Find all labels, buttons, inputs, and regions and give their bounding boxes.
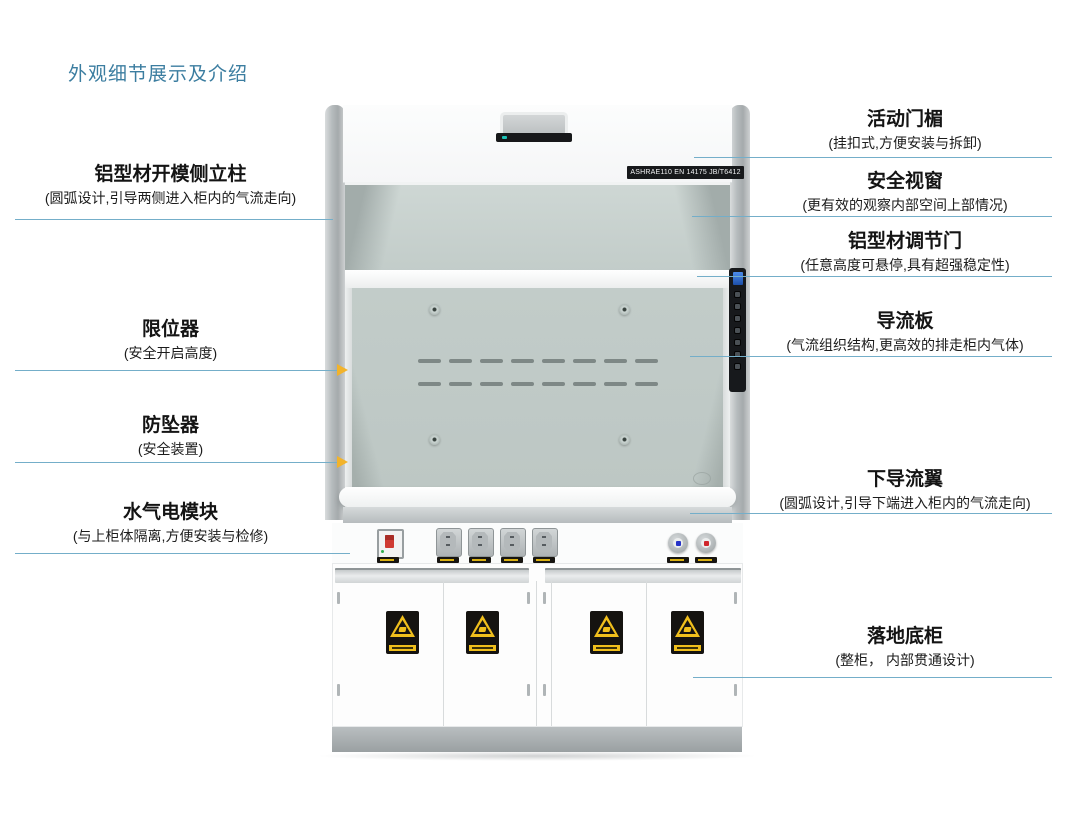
hinge-icon [527, 684, 530, 696]
module-label [501, 557, 523, 563]
screw-icon [429, 304, 440, 315]
callout-desc: (安全装置) [137, 441, 204, 457]
corrosive-warning-icon [386, 611, 419, 654]
interior-edge [345, 288, 352, 487]
leader-line-side-post [15, 219, 333, 220]
cabinet-handle-rail [335, 568, 529, 583]
hood-interior [345, 288, 730, 487]
callout-desc: (与上柜体隔离,方便安装与检修) [72, 528, 269, 544]
callout-title: 铝型材开模侧立柱 [94, 164, 247, 185]
page-title: 外观细节展示及介绍 [68, 64, 249, 85]
cabinet-handle-rail [545, 568, 741, 583]
fume-hood-illustration: ASHRAE110 EN 14175 JB/T6412 [315, 105, 760, 761]
callout-desc: (更有效的观察内部空间上部情况) [802, 197, 1008, 213]
floor-shadow [315, 751, 760, 761]
leader-line-base-cabinet [693, 677, 1052, 678]
screw-icon [619, 304, 630, 315]
door-gap [646, 581, 647, 726]
leader-line-utility-module [15, 553, 350, 554]
hinge-icon [734, 592, 737, 604]
hinge-icon [337, 684, 340, 696]
corrosive-warning-icon [671, 611, 704, 654]
lintel-display-bar [496, 133, 572, 142]
safety-window-glass [345, 182, 730, 273]
leader-line-anti-fall [15, 462, 337, 463]
callout-baffle: 导流板 (气流组织结构,更高效的排走柜内气体) [745, 310, 1065, 355]
callout-utility-module: 水气电模块 (与上柜体隔离,方便安装与检修) [8, 501, 333, 546]
hinge-icon [734, 684, 737, 696]
leader-line-door-lintel [694, 157, 1052, 158]
callout-base-cabinet: 落地底柜 (整柜， 内部贯通设计) [745, 625, 1065, 670]
module-label [437, 557, 459, 563]
lintel-plate [503, 115, 565, 134]
leader-line-limiter [15, 370, 337, 371]
leader-line-lower-airfoil [690, 513, 1052, 514]
callout-desc: (圆弧设计,引导下端进入柜内的气流走向) [779, 495, 1031, 511]
left-side-post [325, 105, 345, 520]
door-gap [443, 581, 444, 726]
valve-handle-icon [668, 533, 688, 553]
corrosive-warning-icon [466, 611, 499, 654]
callout-desc: (圆弧设计,引导两侧进入柜内的气流走向) [44, 190, 297, 206]
screw-icon [619, 434, 630, 445]
power-outlet-icon [436, 528, 462, 557]
callout-lower-airfoil: 下导流翼 (圆弧设计,引导下端进入柜内的气流走向) [745, 468, 1065, 513]
hinge-icon [337, 592, 340, 604]
module-label [667, 557, 689, 563]
callout-title: 安全视窗 [866, 171, 943, 192]
sash-top-frame [345, 270, 730, 289]
screw-icon [429, 434, 440, 445]
callout-desc: (挂扣式,方便安装与拆卸) [828, 135, 982, 151]
yellow-arrow-marker-icon [337, 364, 348, 376]
callout-title: 防坠器 [141, 415, 199, 436]
callout-desc: (安全开启高度) [123, 345, 218, 361]
callout-title: 限位器 [141, 319, 199, 340]
brand-logo-icon [693, 472, 711, 485]
kick-plate [332, 727, 742, 752]
leader-line-safety-window [692, 216, 1052, 217]
callout-limiter: 限位器 (安全开启高度) [8, 318, 333, 363]
module-label [469, 557, 491, 563]
door-gap [536, 581, 537, 726]
yellow-arrow-marker-icon [337, 456, 348, 468]
hinge-icon [543, 592, 546, 604]
callout-side-post: 铝型材开模侧立柱 (圆弧设计,引导两侧进入柜内的气流走向) [8, 163, 333, 208]
callout-title: 铝型材调节门 [847, 231, 962, 252]
control-screen-icon [732, 272, 743, 285]
leader-line-baffle [690, 356, 1052, 357]
baffle-slots [418, 359, 660, 386]
callout-door-lintel: 活动门楣 (挂扣式,方便安装与拆卸) [745, 108, 1065, 153]
callout-anti-fall: 防坠器 (安全装置) [8, 414, 333, 459]
corrosive-warning-icon [590, 611, 623, 654]
sash-control-panel [729, 268, 746, 392]
power-outlet-icon [532, 528, 558, 557]
module-label [533, 557, 555, 563]
callout-desc: (任意高度可悬停,具有超强稳定性) [800, 257, 1010, 273]
module-label [377, 557, 399, 563]
valve-handle-icon [696, 533, 716, 553]
callout-safety-window: 安全视窗 (更有效的观察内部空间上部情况) [745, 170, 1065, 215]
base-cabinet [332, 563, 743, 727]
callout-desc: (气流组织结构,更高效的排走柜内气体) [786, 337, 1024, 353]
callout-title: 导流板 [876, 311, 934, 332]
callout-title: 水气电模块 [122, 502, 218, 523]
lower-airfoil-area [343, 507, 732, 523]
module-label [695, 557, 717, 563]
door-gap [551, 581, 552, 726]
callout-title: 落地底柜 [866, 626, 943, 647]
power-outlet-icon [468, 528, 494, 557]
circuit-breaker-icon [377, 529, 404, 559]
leader-line-adjustable-door [697, 276, 1052, 277]
hinge-icon [527, 592, 530, 604]
callout-title: 活动门楣 [866, 109, 943, 130]
standards-badge: ASHRAE110 EN 14175 JB/T6412 [627, 166, 744, 179]
callout-desc: (整柜， 内部贯通设计) [835, 652, 975, 668]
callout-adjustable-door: 铝型材调节门 (任意高度可悬停,具有超强稳定性) [745, 230, 1065, 275]
sash-handle-bar [339, 487, 736, 507]
power-outlet-icon [500, 528, 526, 557]
callout-title: 下导流翼 [866, 469, 943, 490]
hinge-icon [543, 684, 546, 696]
status-led-icon [502, 136, 507, 139]
